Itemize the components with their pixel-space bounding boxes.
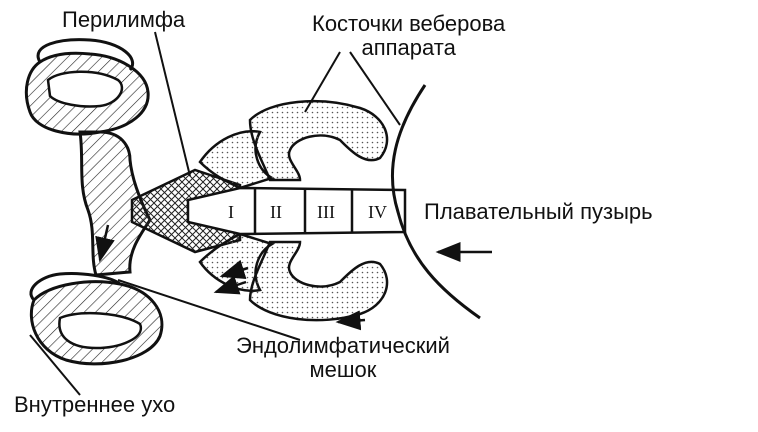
vertebral-column: I II III IV [186, 186, 407, 236]
label-endo-line1: Эндолимфатический [236, 333, 450, 358]
label-ossicles-line1: Косточки веберова [312, 11, 506, 36]
vertebra-label-1: I [228, 202, 234, 222]
vertebra-label-4: IV [368, 202, 387, 222]
pressure-arrows [95, 224, 492, 331]
label-inner-ear: Внутреннее ухо [14, 392, 176, 417]
label-swim-bladder: Плавательный пузырь [424, 199, 653, 224]
label-ossicles-line2: аппарата [361, 35, 456, 61]
label-weberian-ossicles: Косточки веберова аппарата [312, 11, 506, 61]
label-endo-line2: мешок [309, 357, 377, 383]
weberian-ossicles [198, 100, 389, 322]
vertebra-label-3: III [317, 202, 335, 222]
label-perilymph: Перилимфа [62, 7, 186, 32]
vertebra-label-2: II [270, 202, 282, 222]
inner-ear-shape [24, 38, 164, 366]
label-endolymphatic-sac: Эндолимфатический мешок [236, 333, 450, 383]
swim-bladder-wall [391, 84, 481, 320]
leader-lines [29, 31, 401, 396]
